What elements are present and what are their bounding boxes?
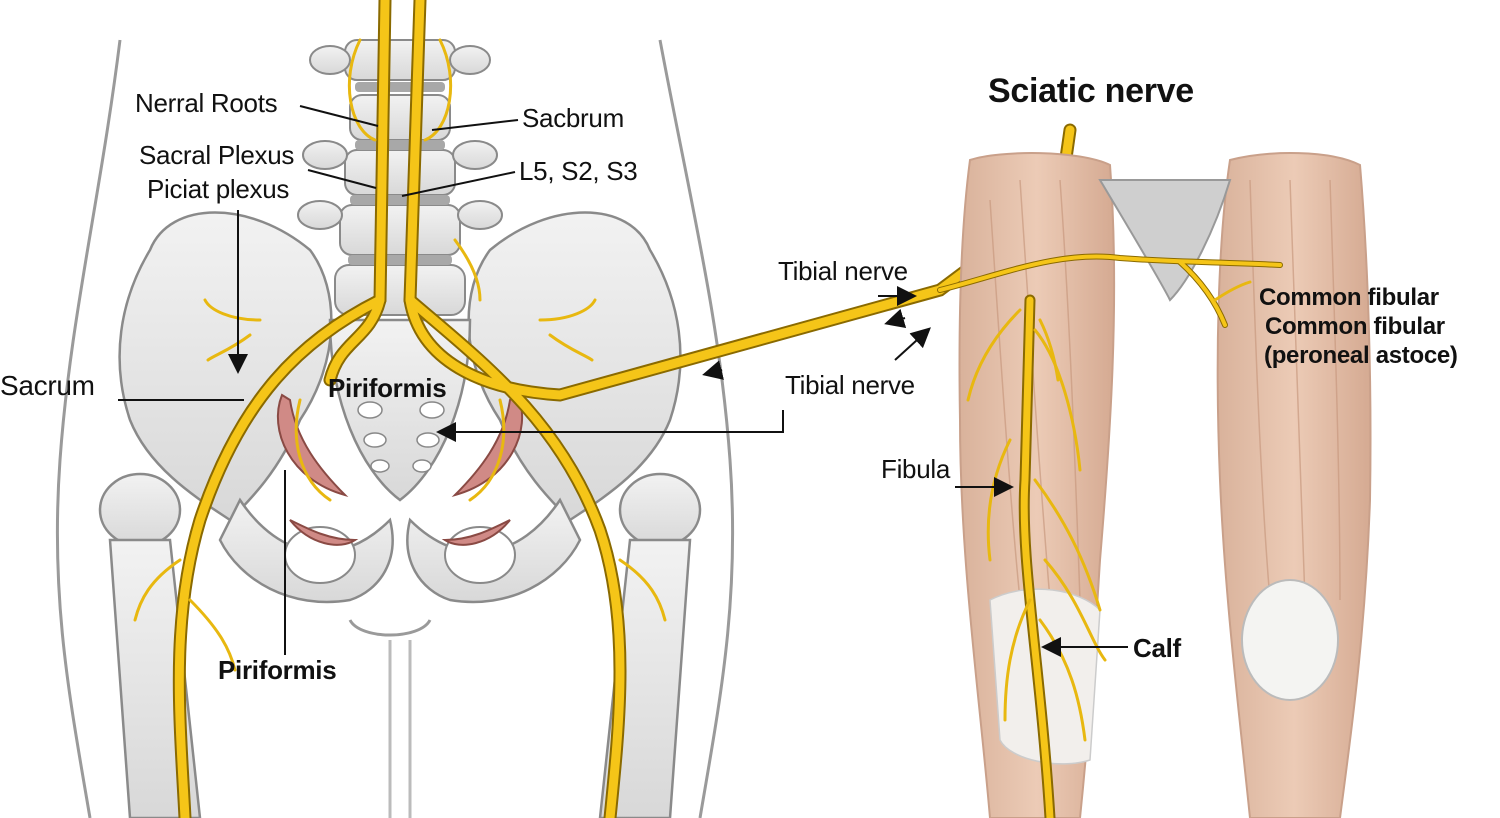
piriformis-muscles xyxy=(277,393,523,546)
torso-outline xyxy=(55,39,735,818)
label-tibial-nerve-bottom: Tibial nerve xyxy=(785,370,915,400)
right-kneecap xyxy=(1241,579,1339,701)
groin-cloth xyxy=(1098,179,1232,302)
thigh-muscles xyxy=(958,152,1372,818)
lumbar-vertebrae xyxy=(297,39,503,316)
label-sacbrum: Sacbrum xyxy=(522,103,624,133)
label-piciat-plexus: Piciat plexus xyxy=(147,174,290,204)
sacral-foramina xyxy=(357,401,445,473)
label-common-fibular-1: Common fibular xyxy=(1259,284,1439,311)
label-l5-s2-s3: L5, S2, S3 xyxy=(519,156,638,186)
pelvic-nerves xyxy=(133,0,1077,818)
label-piriformis-center: Piriformis xyxy=(328,373,447,403)
label-sacral-plexus: Sacral Plexus xyxy=(139,140,295,170)
label-peroneal: (peroneal astoce) xyxy=(1264,342,1458,369)
nerve-direction-arrows xyxy=(702,308,907,380)
leader-lines xyxy=(118,105,1128,657)
label-sacrum: Sacrum xyxy=(0,370,95,401)
label-piriformis-bottom: Piriformis xyxy=(218,655,337,685)
leg-nerves xyxy=(937,253,1283,818)
label-tibial-nerve-top: Tibial nerve xyxy=(778,256,908,286)
label-common-fibular-2: Common fibular xyxy=(1265,313,1445,340)
label-nerral-roots: Nerral Roots xyxy=(135,88,278,118)
diagram-title: Sciatic nerve xyxy=(988,72,1194,110)
label-fibula: Fibula xyxy=(881,454,951,484)
label-calf: Calf xyxy=(1133,633,1181,663)
